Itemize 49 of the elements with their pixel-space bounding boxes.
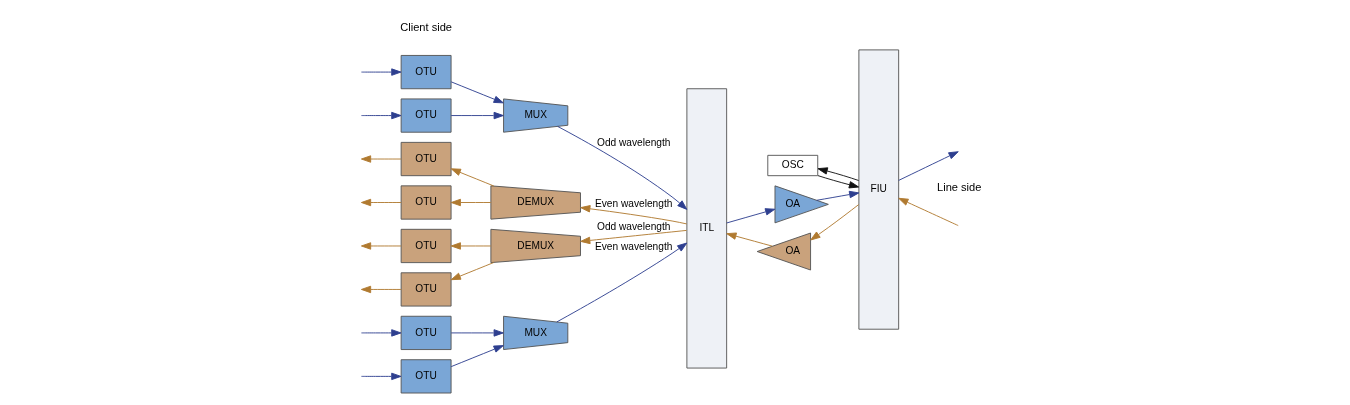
arrow — [450, 345, 504, 368]
arrow — [898, 151, 959, 181]
arrow — [360, 372, 402, 381]
node-box: OTU — [400, 55, 452, 90]
arrow — [360, 198, 402, 207]
arrow — [360, 285, 402, 294]
node-box: OTU — [400, 228, 452, 264]
arrow — [816, 190, 860, 201]
node-box: OSC — [767, 154, 819, 177]
node-box: OTU — [400, 359, 452, 394]
edge-label: Even wavelength — [595, 197, 673, 209]
arrow — [360, 68, 402, 76]
arrow — [360, 155, 402, 163]
arrow — [450, 111, 504, 120]
node-box: OTU — [400, 141, 452, 177]
node-box: FIU — [858, 49, 900, 330]
arrow — [557, 125, 688, 210]
node-box: OTU — [400, 315, 452, 350]
arrow — [556, 242, 688, 323]
arrow — [450, 262, 495, 281]
arrow — [450, 242, 492, 250]
label: Line side — [937, 181, 982, 194]
node-box: DEMUX — [490, 185, 581, 220]
arrow — [726, 232, 773, 247]
arrow — [726, 208, 776, 224]
arrow — [810, 204, 860, 241]
arrow — [360, 111, 402, 120]
node-box: DEMUX — [490, 228, 581, 264]
arrow — [360, 329, 402, 337]
arrow — [580, 229, 687, 245]
node-box: MUX — [503, 315, 569, 350]
arrow — [450, 198, 492, 207]
edge-label: Odd wavelength — [597, 221, 671, 233]
node-box: ITL — [686, 88, 728, 369]
edge-label: Even wavelength — [595, 241, 673, 253]
arrow — [450, 81, 504, 104]
arrow — [817, 167, 860, 181]
label: Client side — [400, 21, 452, 34]
node-box: OTU — [400, 98, 452, 133]
arrow — [450, 168, 495, 187]
arrow — [817, 175, 860, 189]
node-box: OTU — [400, 272, 452, 307]
arrow — [360, 242, 402, 250]
node-box: MUX — [503, 98, 569, 133]
arrow — [450, 329, 504, 337]
arrow — [898, 197, 959, 227]
node-box: OTU — [400, 185, 452, 220]
edge-label: Odd wavelength — [597, 136, 671, 148]
arrow — [580, 205, 688, 225]
